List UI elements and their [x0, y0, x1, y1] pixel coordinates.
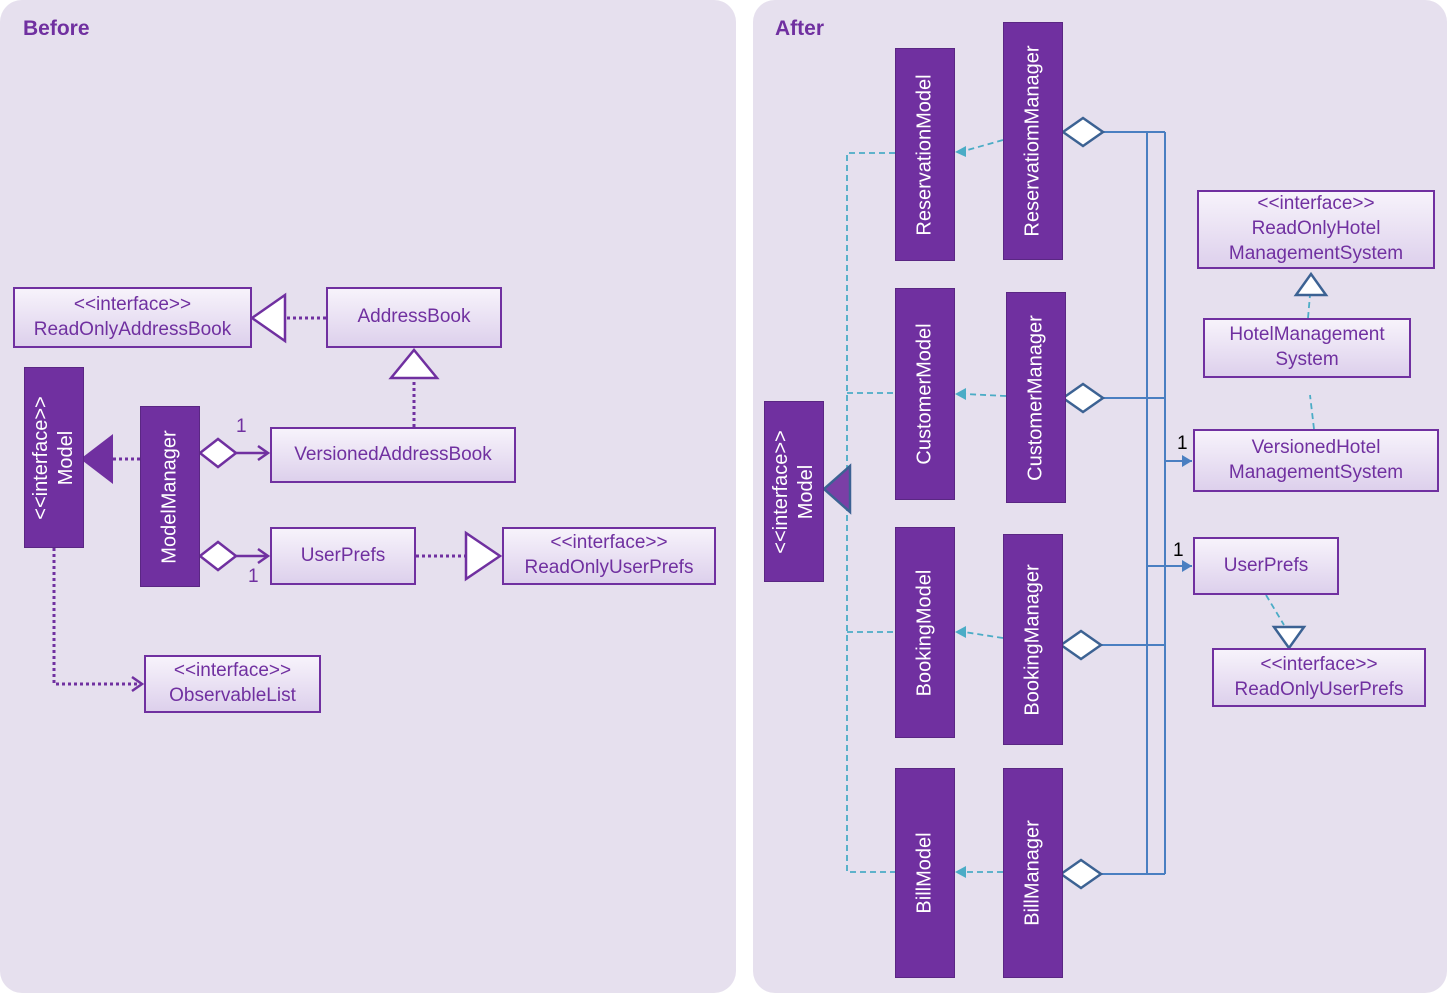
before-panel: [0, 0, 736, 993]
stereotype-label: <<interface>>: [73, 293, 192, 315]
stereotype-label: <<interface>>: [1257, 193, 1375, 215]
read-only-hotel-management-system-class[interactable]: <<interface>> ReadOnlyHotel ManagementSy…: [1197, 190, 1435, 269]
bill-manager-class[interactable]: BillManager: [1003, 768, 1063, 978]
class-name: CustomerManager: [1024, 314, 1047, 481]
multiplicity-versioned-address-book: 1: [236, 416, 247, 437]
class-name: ReadOnlyUserPrefs: [1234, 678, 1404, 700]
class-name: AddressBook: [357, 306, 471, 328]
class-name: ReadOnlyUserPrefs: [524, 557, 694, 578]
hotel-management-system-class[interactable]: HotelManagement System: [1203, 318, 1411, 378]
class-name: BookingManager: [1021, 563, 1044, 716]
class-name: UserPrefs: [1223, 554, 1309, 576]
after-read-only-user-prefs-class[interactable]: <<interface>> ReadOnlyUserPrefs: [1212, 648, 1426, 707]
reservation-manager-class[interactable]: ReservatiomManager: [1003, 22, 1063, 260]
booking-manager-class[interactable]: BookingManager: [1003, 534, 1063, 745]
reservation-model-class[interactable]: ReservationModel: [895, 48, 955, 261]
stereotype-label: <<interface>>: [550, 532, 668, 554]
class-name: UserPrefs: [300, 544, 386, 566]
bill-model-class[interactable]: BillModel: [895, 768, 955, 978]
model-manager-class[interactable]: ModelManager: [140, 406, 200, 587]
stereotype-label: <<interface>>: [770, 429, 792, 554]
class-name: ReservatiomManager: [1021, 45, 1044, 237]
class-name-line2: ManagementSystem: [1228, 242, 1404, 264]
read-only-address-book-class[interactable]: <<interface>> ReadOnlyAddressBook: [13, 287, 252, 348]
after-multiplicity-user-prefs: 1: [1173, 540, 1184, 561]
class-name: CustomerModel: [913, 323, 936, 465]
user-prefs-class[interactable]: UserPrefs: [270, 527, 416, 585]
versioned-address-book-class[interactable]: VersionedAddressBook: [270, 427, 516, 483]
class-name: ReservationModel: [913, 73, 936, 236]
class-name: BookingModel: [913, 569, 936, 696]
address-book-class[interactable]: AddressBook: [326, 287, 502, 348]
before-model-interface[interactable]: <<interface>> Model: [24, 367, 84, 548]
multiplicity-user-prefs: 1: [248, 566, 259, 587]
class-name: BillManager: [1021, 820, 1044, 926]
class-name-line2: ManagementSystem: [1228, 461, 1404, 483]
class-name: VersionedAddressBook: [294, 443, 492, 465]
class-name-line2: System: [1275, 349, 1339, 370]
read-only-user-prefs-class[interactable]: <<interface>> ReadOnlyUserPrefs: [502, 527, 716, 585]
class-name: ReadOnlyAddressBook: [33, 318, 232, 340]
class-name-line1: ReadOnlyHotel: [1251, 218, 1381, 240]
class-name: BillModel: [913, 832, 936, 914]
after-multiplicity-versioned: 1: [1177, 433, 1188, 454]
customer-model-class[interactable]: CustomerModel: [895, 288, 955, 500]
after-panel: [753, 0, 1447, 993]
class-name-line1: HotelManagement: [1229, 324, 1385, 346]
class-name: Model: [795, 464, 817, 519]
class-name: ObservableList: [169, 685, 296, 706]
customer-manager-class[interactable]: CustomerManager: [1006, 292, 1066, 503]
after-user-prefs-class[interactable]: UserPrefs: [1193, 537, 1339, 595]
before-title: Before: [23, 17, 90, 40]
stereotype-label: <<interface>>: [173, 660, 292, 682]
class-name-line1: VersionedHotel: [1251, 436, 1381, 458]
after-title: After: [775, 17, 825, 40]
observable-list-class[interactable]: <<interface>> ObservableList: [144, 655, 321, 713]
stereotype-label: <<interface>>: [1260, 653, 1378, 675]
versioned-hotel-management-system-class[interactable]: VersionedHotel ManagementSystem: [1193, 429, 1439, 492]
booking-model-class[interactable]: BookingModel: [895, 527, 955, 738]
before-connectors: [52, 292, 503, 693]
after-model-interface[interactable]: <<interface>> Model: [764, 401, 824, 582]
